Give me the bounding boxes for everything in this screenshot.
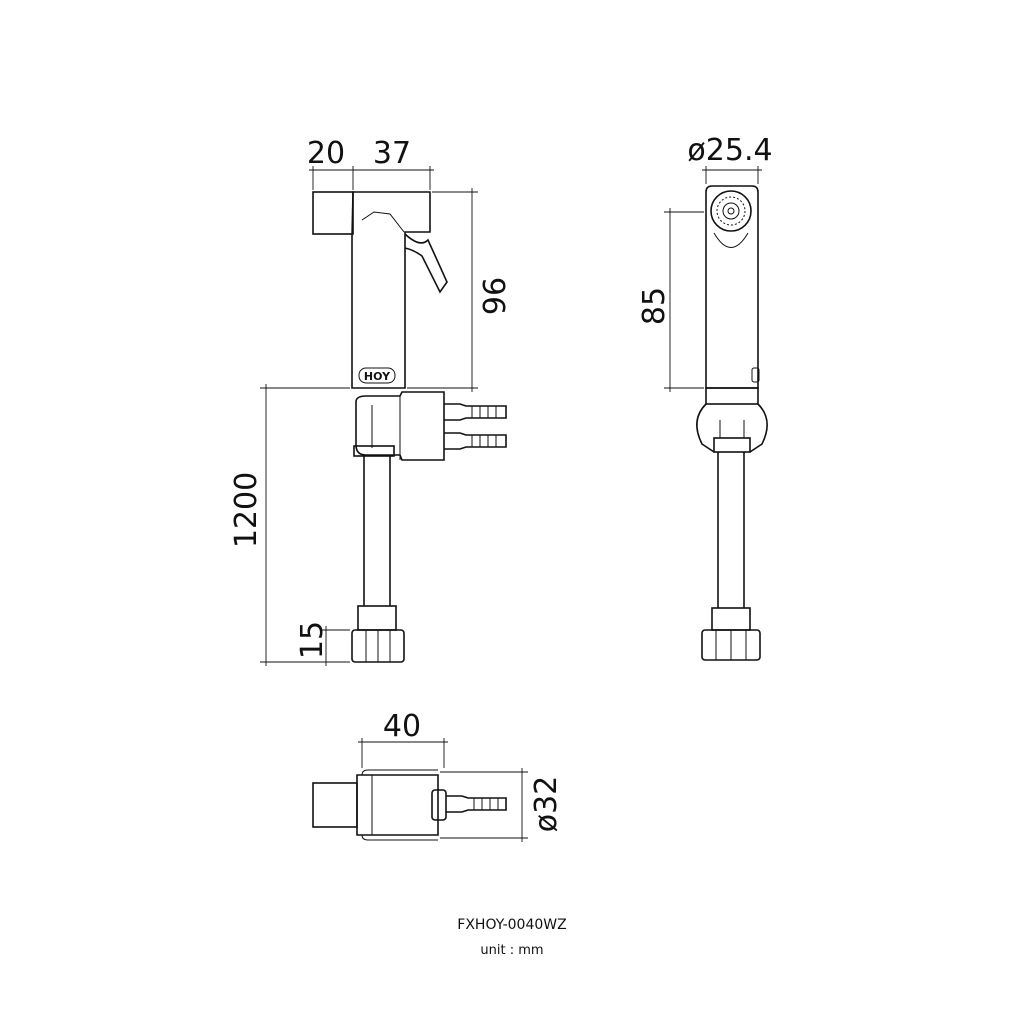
- top-barb-collar: [431, 789, 447, 821]
- side-holder-top: [705, 387, 759, 405]
- front-head-body: [351, 191, 431, 389]
- dimension-1200-label: 1200: [229, 472, 264, 548]
- dimension-diameter-32-label: ø32: [529, 776, 564, 833]
- top-nozzle: [312, 782, 358, 828]
- front-trigger: [404, 233, 448, 294]
- dimension-85-label: 85: [637, 287, 672, 325]
- front-head-notch: [361, 211, 405, 233]
- dimension-40-label: 40: [383, 709, 421, 744]
- side-button: [751, 367, 760, 383]
- hoy-logo: HOY: [364, 370, 391, 383]
- front-nozzle: [312, 191, 354, 235]
- top-dimensions: 40 ø32: [358, 709, 564, 842]
- top-holder-body: [356, 774, 439, 836]
- front-view: HOY: [312, 191, 507, 663]
- dimension-37-label: 37: [373, 136, 411, 171]
- side-view: [696, 185, 768, 661]
- dimension-15-label: 15: [295, 621, 330, 659]
- side-spray-face-inner: [722, 202, 740, 220]
- side-spray-holes: [716, 196, 746, 226]
- side-holder-right: [749, 403, 768, 453]
- front-dimensions: 20 37 96 1200 15: [229, 136, 513, 666]
- front-hose-ferrule: [357, 605, 397, 631]
- side-holder-left: [696, 403, 715, 453]
- side-dimensions: ø25.4 85: [637, 133, 773, 392]
- dimension-96-label: 96: [478, 277, 513, 315]
- side-spray-center: [727, 207, 735, 215]
- side-grip-curve: [713, 232, 749, 248]
- front-holder-bracket: [355, 391, 445, 461]
- dimension-diameter-25-4-label: ø25.4: [687, 133, 772, 168]
- dimension-20-label: 20: [307, 136, 345, 171]
- front-hose-barb-lower: [444, 432, 507, 450]
- unit-label: unit : mm: [480, 943, 544, 958]
- top-holder-ear-bottom: [361, 834, 438, 841]
- front-hose-barb-upper: [444, 403, 507, 421]
- top-view: [312, 769, 507, 841]
- front-hose-collar: [353, 445, 395, 457]
- model-number: FXHOY-0040WZ: [457, 917, 567, 933]
- top-holder-ear-top: [361, 769, 438, 776]
- top-hose-barb: [446, 795, 507, 813]
- side-head-body: [705, 185, 759, 389]
- side-spray-face-outer: [710, 190, 752, 232]
- front-logo-outline: [358, 367, 396, 384]
- side-holder-base: [713, 437, 751, 453]
- side-hose-ferrule: [711, 607, 751, 631]
